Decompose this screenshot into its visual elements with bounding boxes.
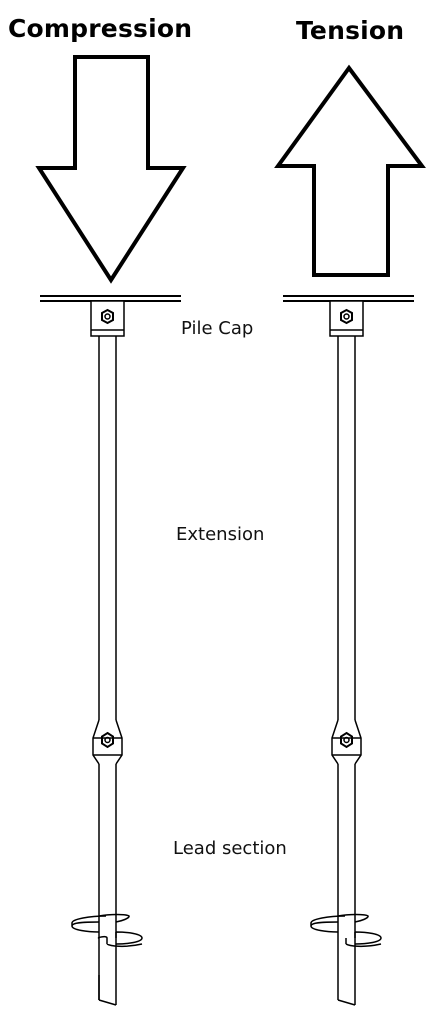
lead-section-label: Lead section bbox=[173, 838, 287, 859]
extension-label: Extension bbox=[176, 524, 265, 545]
pile-cap-label: Pile Cap bbox=[181, 318, 254, 339]
left-pile bbox=[40, 295, 181, 1006]
compression-arrow bbox=[35, 55, 187, 284]
right-helix-plate-lower bbox=[345, 931, 382, 948]
left-coupling bbox=[92, 719, 123, 765]
right-coupling-bolt-icon bbox=[340, 731, 353, 749]
right-helix-plate-upper bbox=[310, 913, 369, 933]
compression-title: Compression bbox=[8, 14, 193, 43]
right-cap-bolt-icon bbox=[340, 308, 353, 325]
right-coupling bbox=[331, 719, 362, 765]
left-helix-plate-upper bbox=[71, 913, 130, 933]
left-helix-plate-lower bbox=[97, 931, 143, 948]
left-coupling-bolt-icon bbox=[101, 731, 114, 749]
tension-arrow bbox=[274, 64, 426, 277]
right-pile bbox=[283, 295, 414, 1006]
tension-title: Tension bbox=[296, 16, 405, 45]
left-cap-bolt-icon bbox=[101, 308, 114, 325]
